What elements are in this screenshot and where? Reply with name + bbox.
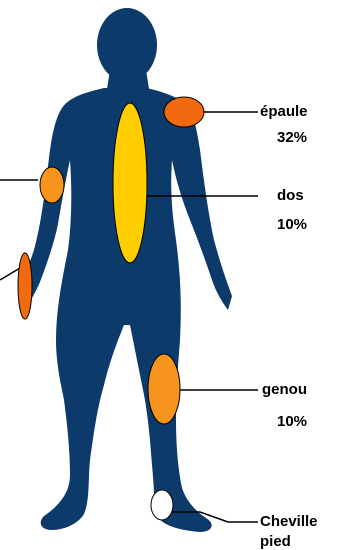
knee-marker: [148, 354, 180, 424]
back-marker: [113, 103, 147, 263]
wrist-leader-line: [0, 268, 20, 280]
shoulder-marker: [164, 97, 204, 127]
shoulder-name-label: épaule: [260, 104, 308, 119]
elbow-marker: [40, 167, 64, 203]
wrist-marker: [18, 253, 32, 319]
knee-percent-label: 10%: [277, 414, 307, 429]
human-silhouette: [22, 8, 232, 532]
back-percent-label: 10%: [277, 217, 307, 232]
back-name-label: dos: [277, 188, 304, 203]
ankle-name-label: Cheville: [260, 514, 318, 529]
ankle-marker: [151, 490, 173, 520]
shoulder-percent-label: 32%: [277, 130, 307, 145]
ankle-sub-label: pied: [260, 534, 291, 549]
knee-name-label: genou: [262, 382, 307, 397]
